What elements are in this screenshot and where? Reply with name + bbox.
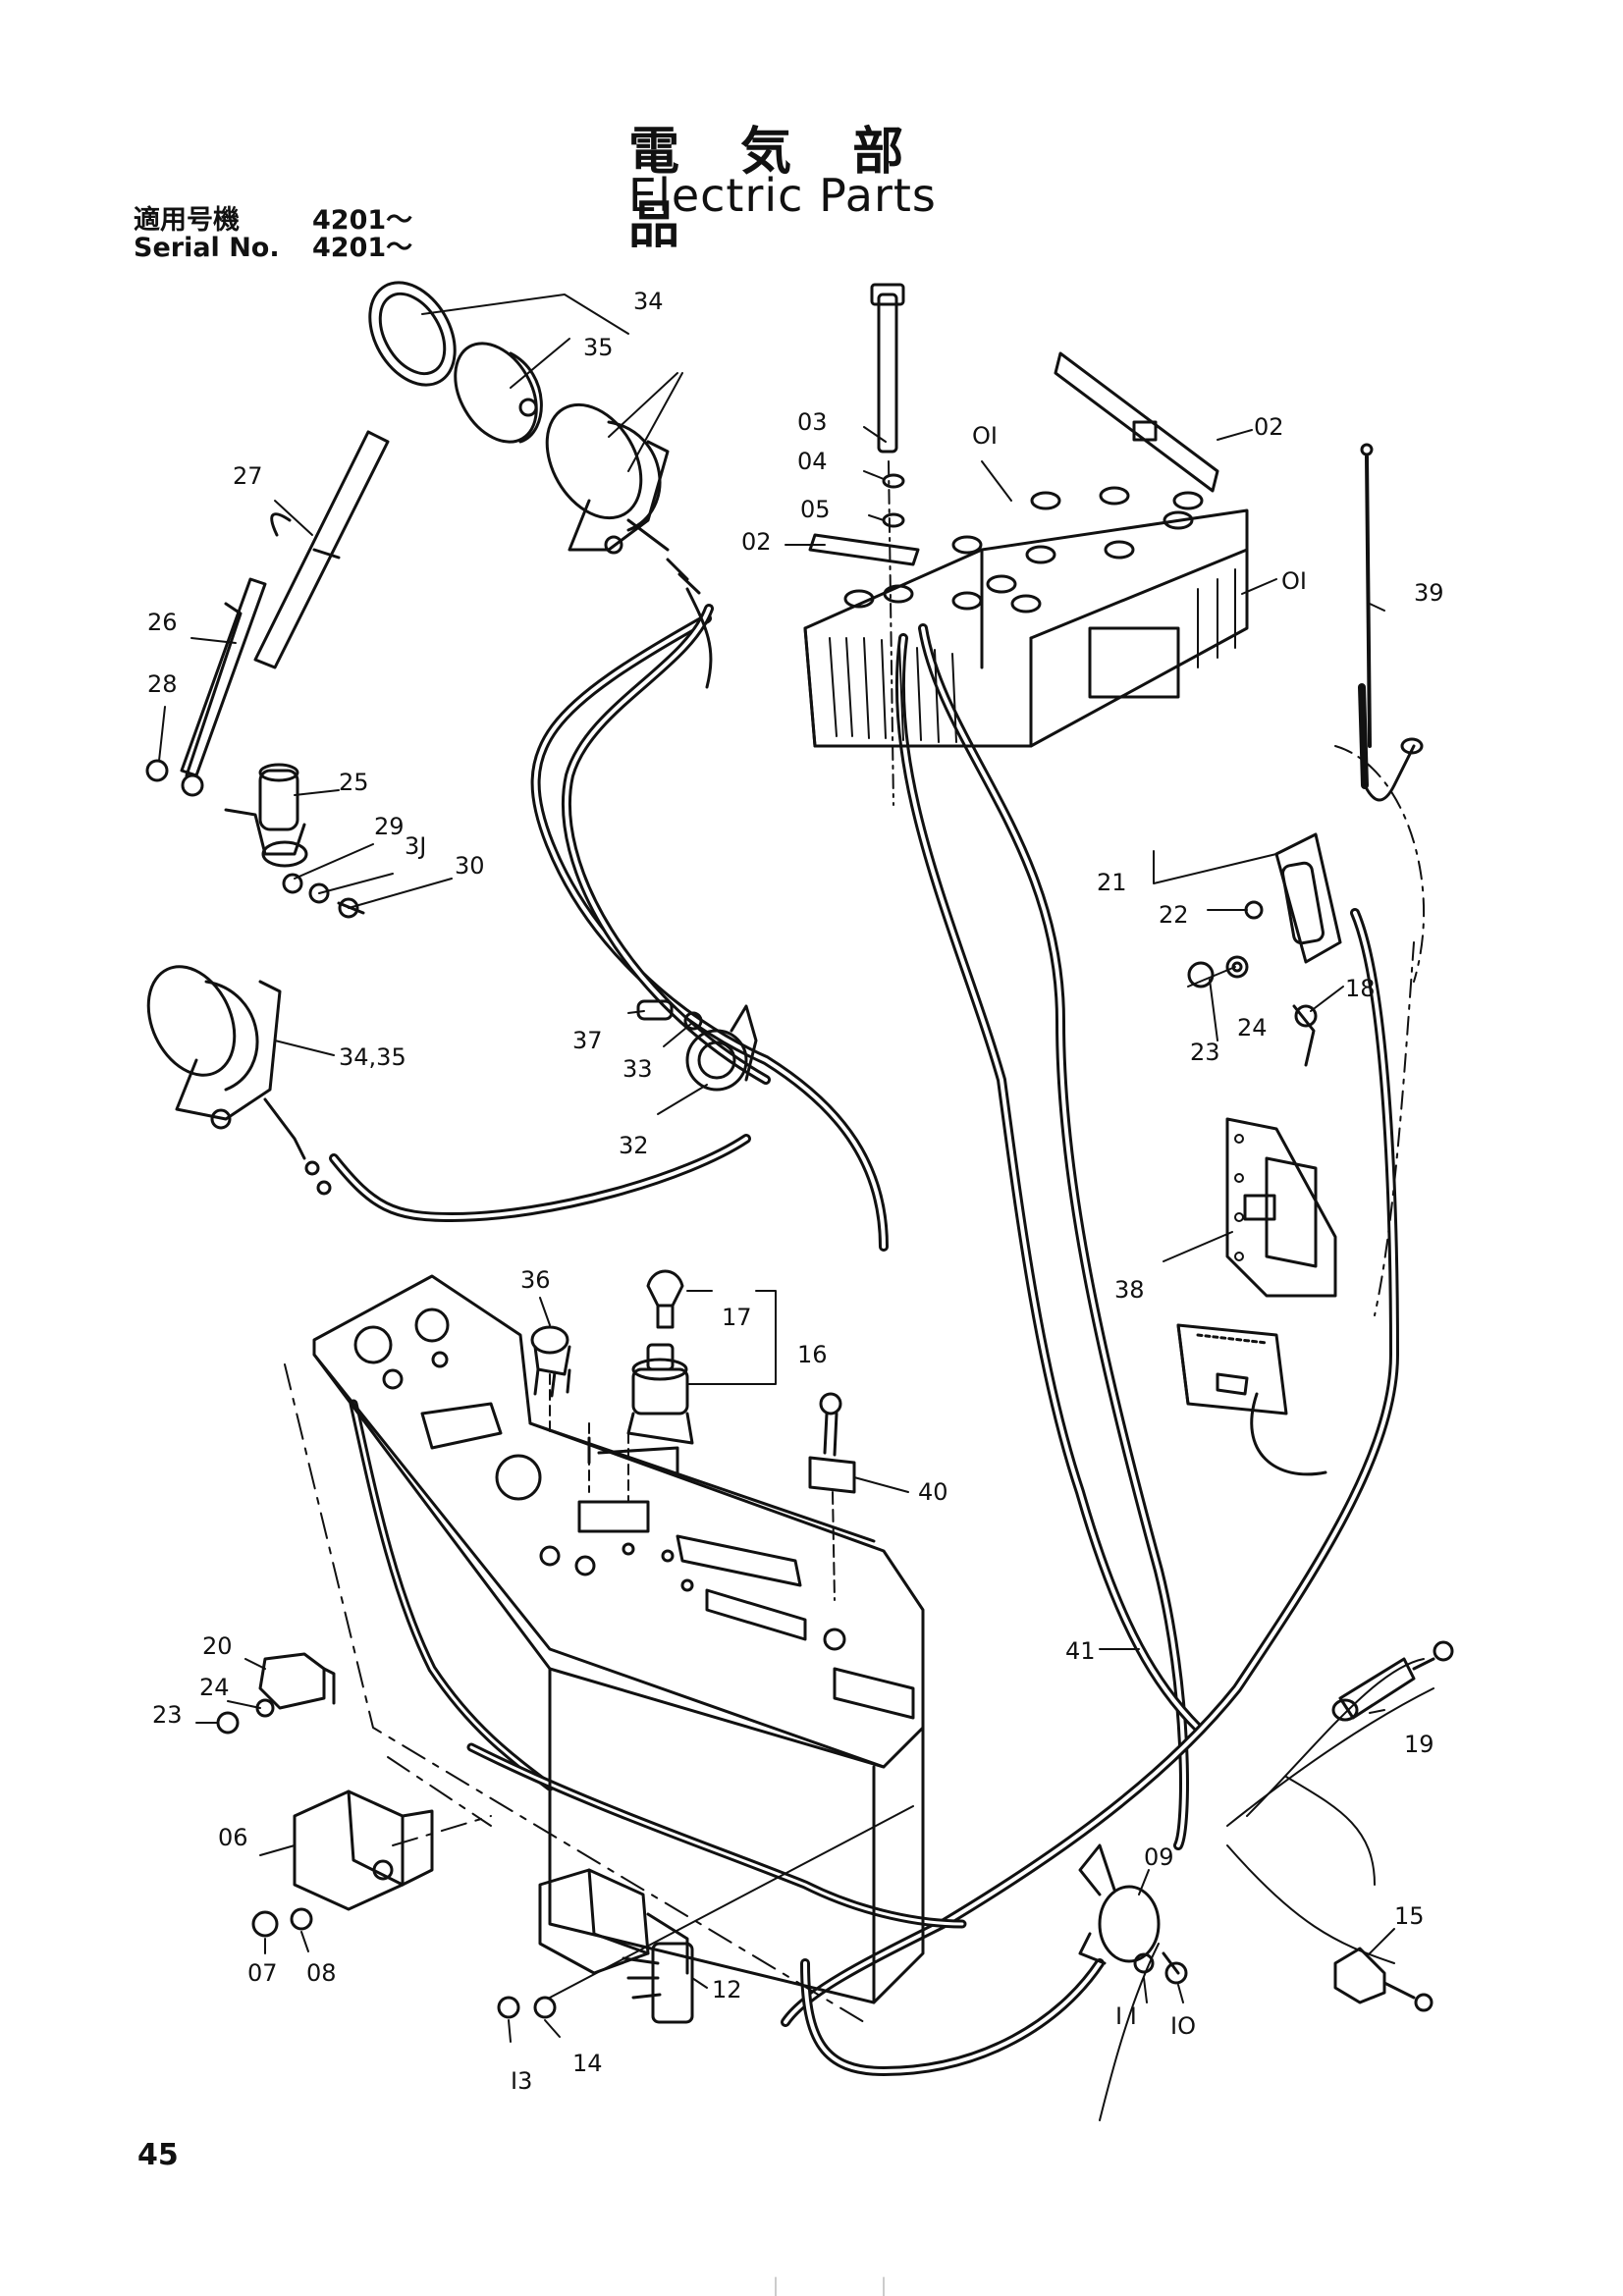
callout-38: 38 (1114, 1276, 1145, 1304)
callout-12: 12 (712, 1976, 742, 2003)
callout-01b: OI (1281, 567, 1307, 595)
callout-21: 21 (1097, 869, 1127, 896)
ignition-key (646, 1269, 684, 1329)
scan-marks (775, 2276, 885, 2296)
callout-40: 40 (918, 1478, 948, 1506)
callout-25: 25 (339, 769, 369, 796)
callout-01a: OI (972, 422, 998, 450)
callout-14: 14 (572, 2050, 603, 2077)
callout-36: 36 (520, 1266, 551, 1294)
regulator (251, 1756, 492, 1938)
callout-30: 30 (455, 852, 485, 880)
callout-02b: 02 (1254, 413, 1284, 441)
wiper-motor (224, 763, 365, 919)
callout-17: 17 (722, 1304, 752, 1331)
battery (803, 283, 1249, 806)
callout-18: 18 (1345, 975, 1376, 1002)
harness-main-left (530, 614, 889, 1252)
callout-23b: 23 (152, 1701, 183, 1729)
temperature-sender (1331, 1640, 1454, 1722)
callout-10: IO (1170, 2012, 1196, 2040)
callout-03: 03 (797, 408, 828, 436)
callout-31: 3J (405, 832, 426, 860)
lighting-switch (530, 1325, 571, 1398)
callout-13: I3 (511, 2067, 532, 2095)
leader-lines (158, 294, 1395, 2043)
callout-08: 08 (306, 1959, 337, 1987)
callout-26: 26 (147, 609, 178, 636)
starter-relay (1078, 1843, 1188, 1985)
wiper-assembly (145, 430, 390, 797)
harness-lamp-upper (561, 604, 771, 1085)
page-number: 45 (137, 2138, 179, 2172)
relay-panel (1176, 1117, 1337, 1476)
dashboard-panel (284, 1274, 925, 2023)
callout-07: 07 (247, 1959, 278, 1987)
callout-28: 28 (147, 670, 178, 698)
callout-22: 22 (1159, 901, 1189, 929)
work-lamp-upper (368, 281, 713, 689)
battery-terminals (843, 486, 1204, 614)
serial-line-applicable: 適用号機 4201～ (134, 198, 412, 237)
callout-37: 37 (572, 1027, 603, 1054)
callout-19: 19 (1404, 1731, 1434, 1758)
callout-16: 16 (797, 1341, 828, 1368)
serial-line-number: Serial No. 4201～ (134, 226, 412, 264)
callout-35a: 35 (583, 334, 614, 361)
starter-switch (587, 1343, 694, 1474)
callout-23a: 23 (1190, 1039, 1220, 1066)
callout-04: 04 (797, 448, 828, 475)
callout-09: 09 (1144, 1843, 1174, 1871)
antenna (1358, 443, 1424, 802)
callout-05: 05 (800, 496, 831, 523)
callout-15: 15 (1394, 1902, 1425, 1930)
callout-41: 41 (1065, 1637, 1096, 1665)
flasher-unit (497, 1805, 914, 2024)
callout-27: 27 (233, 462, 263, 490)
harness-panel-bottom (466, 1742, 967, 1929)
callout-34-35: 34,35 (339, 1043, 406, 1071)
callout-20: 20 (202, 1632, 233, 1660)
serial-value-en: 4201～ (312, 233, 413, 263)
callout-11: I I (1115, 2002, 1137, 2030)
callout-labels: 34 35 27 26 28 25 29 3J 30 34,35 03 04 0… (147, 288, 1444, 2095)
title-english: Electric Parts (628, 169, 937, 222)
callout-29: 29 (374, 813, 405, 840)
relay-small (216, 1652, 336, 1735)
callout-34a: 34 (633, 288, 664, 315)
serial-label-jp: 適用号機 (134, 205, 240, 236)
callout-06: 06 (218, 1824, 248, 1851)
callout-32: 32 (619, 1132, 649, 1159)
work-lamp-lower (146, 965, 332, 1196)
callout-33: 33 (622, 1055, 653, 1083)
callout-39: 39 (1414, 579, 1444, 607)
wire-harness (329, 604, 1434, 2121)
harness-lower-loop (800, 1958, 1105, 2076)
horn (636, 999, 758, 1092)
callout-24a: 24 (1237, 1014, 1268, 1041)
harness-panel-inner (349, 1399, 555, 1791)
sender (808, 1392, 856, 1601)
harness-lamp-left (329, 1134, 751, 1222)
title-japanese: 電 気 部 品 (628, 123, 926, 255)
callout-02a: 02 (741, 528, 772, 556)
serial-label-en: Serial No. (134, 233, 280, 263)
callout-24b: 24 (199, 1674, 230, 1701)
oil-pressure-switch (1333, 1947, 1434, 2012)
serial-value-jp: 4201～ (312, 205, 413, 236)
